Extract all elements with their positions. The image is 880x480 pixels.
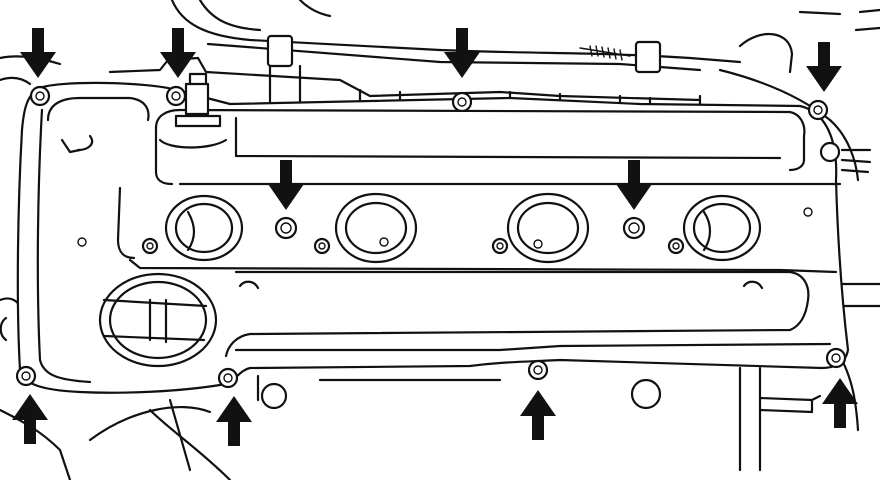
- bolt: [217, 367, 239, 389]
- bolt: [825, 347, 847, 369]
- spark-plug-hole: [164, 194, 244, 262]
- spark-plug-hole: [506, 192, 590, 264]
- cover-body: [16, 72, 850, 394]
- arrow-up-4: [822, 378, 858, 428]
- arrow-down-2: [160, 28, 196, 78]
- arrow-up-2: [216, 396, 252, 446]
- oil-filler-cap: [98, 272, 218, 368]
- bolt: [527, 359, 549, 381]
- bolt: [29, 85, 51, 107]
- arrow-up-1: [12, 394, 48, 444]
- harness-connector: [819, 141, 841, 163]
- bolt: [165, 85, 187, 107]
- bolt: [807, 99, 829, 121]
- bolt: [274, 216, 298, 240]
- arrow-up-3: [520, 390, 556, 440]
- bolts: [15, 85, 847, 389]
- harness-clamp: [266, 34, 294, 68]
- small-hole: [77, 237, 87, 247]
- bolt: [451, 91, 473, 113]
- spark-plug-holes: [164, 192, 762, 264]
- harness-clamp: [634, 40, 662, 74]
- spark-plug-hole: [334, 192, 418, 264]
- arrow-down-5: [268, 160, 304, 210]
- up-arrows: [12, 378, 858, 446]
- nut: [667, 237, 685, 255]
- arrow-down-1: [20, 28, 56, 78]
- arrow-down-6: [616, 160, 652, 210]
- down-arrows: [20, 28, 842, 210]
- spark-plug-hole: [682, 194, 762, 262]
- nut: [141, 237, 159, 255]
- stud: [184, 82, 210, 116]
- small-hole: [803, 207, 813, 217]
- arrow-down-4: [806, 42, 842, 92]
- bolt: [622, 216, 646, 240]
- nut: [491, 237, 509, 255]
- nut: [313, 237, 331, 255]
- arrow-down-3: [444, 28, 480, 78]
- bolt: [15, 365, 37, 387]
